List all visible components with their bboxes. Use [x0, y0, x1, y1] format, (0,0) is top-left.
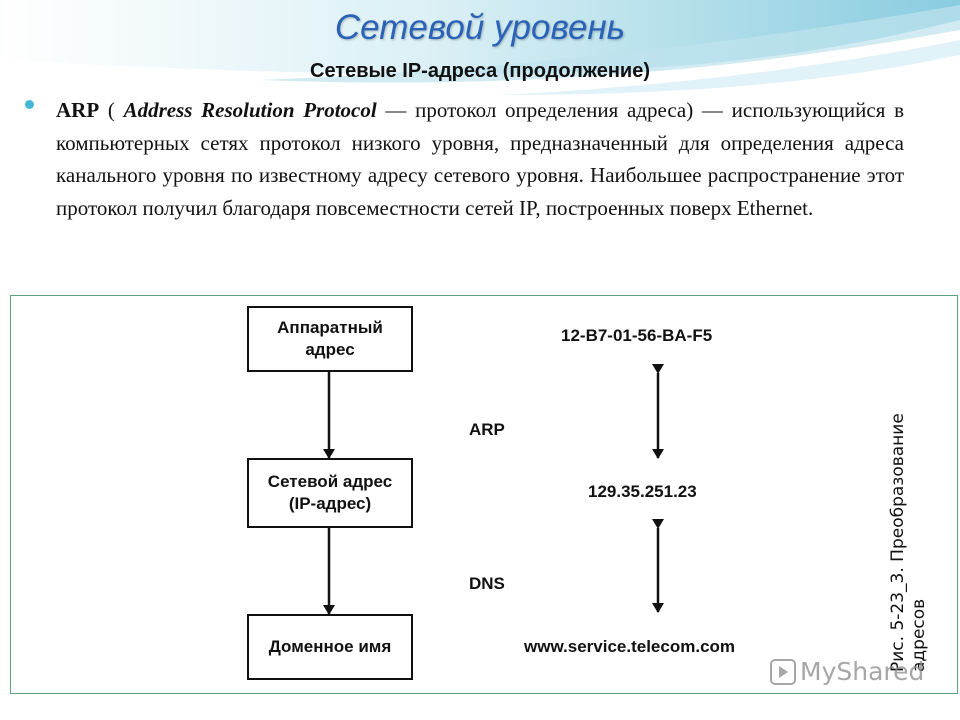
arp-full-name: Address Resolution Protocol — [123, 98, 377, 122]
arp-paragraph: ARP ( Address Resolution Protocol — прот… — [56, 94, 904, 224]
watermark: MyShared — [770, 657, 924, 686]
domain-name-box: Доменное имя — [247, 614, 413, 680]
figure-caption: Рис. 5-23_3. Преобразование адресов — [888, 413, 929, 672]
network-address-box: Сетевой адрес (IP-адрес) — [247, 458, 413, 528]
figure-frame — [10, 295, 958, 694]
background-swoosh — [0, 0, 960, 95]
domain-name-value: www.service.telecom.com — [524, 637, 736, 656]
slide-title: Сетевой уровень — [334, 8, 626, 47]
mac-address-value: 12-B7-01-56-BA-F5 — [561, 326, 713, 345]
slide-subtitle: Сетевые IP-адреса (продолжение) — [310, 60, 650, 82]
play-icon — [770, 658, 796, 685]
hardware-address-box: Аппаратный адрес — [247, 306, 413, 372]
arp-open-paren: ( — [99, 98, 124, 122]
watermark-text: MyShared — [800, 657, 925, 686]
ip-address-value: 129.35.251.23 — [588, 482, 697, 501]
arp-description: — протокол определения адреса) — использ… — [56, 98, 905, 220]
arp-label: ARP — [469, 420, 505, 439]
arp-term: ARP — [56, 98, 100, 122]
dns-label: DNS — [469, 574, 505, 593]
bullet-icon — [25, 100, 34, 109]
